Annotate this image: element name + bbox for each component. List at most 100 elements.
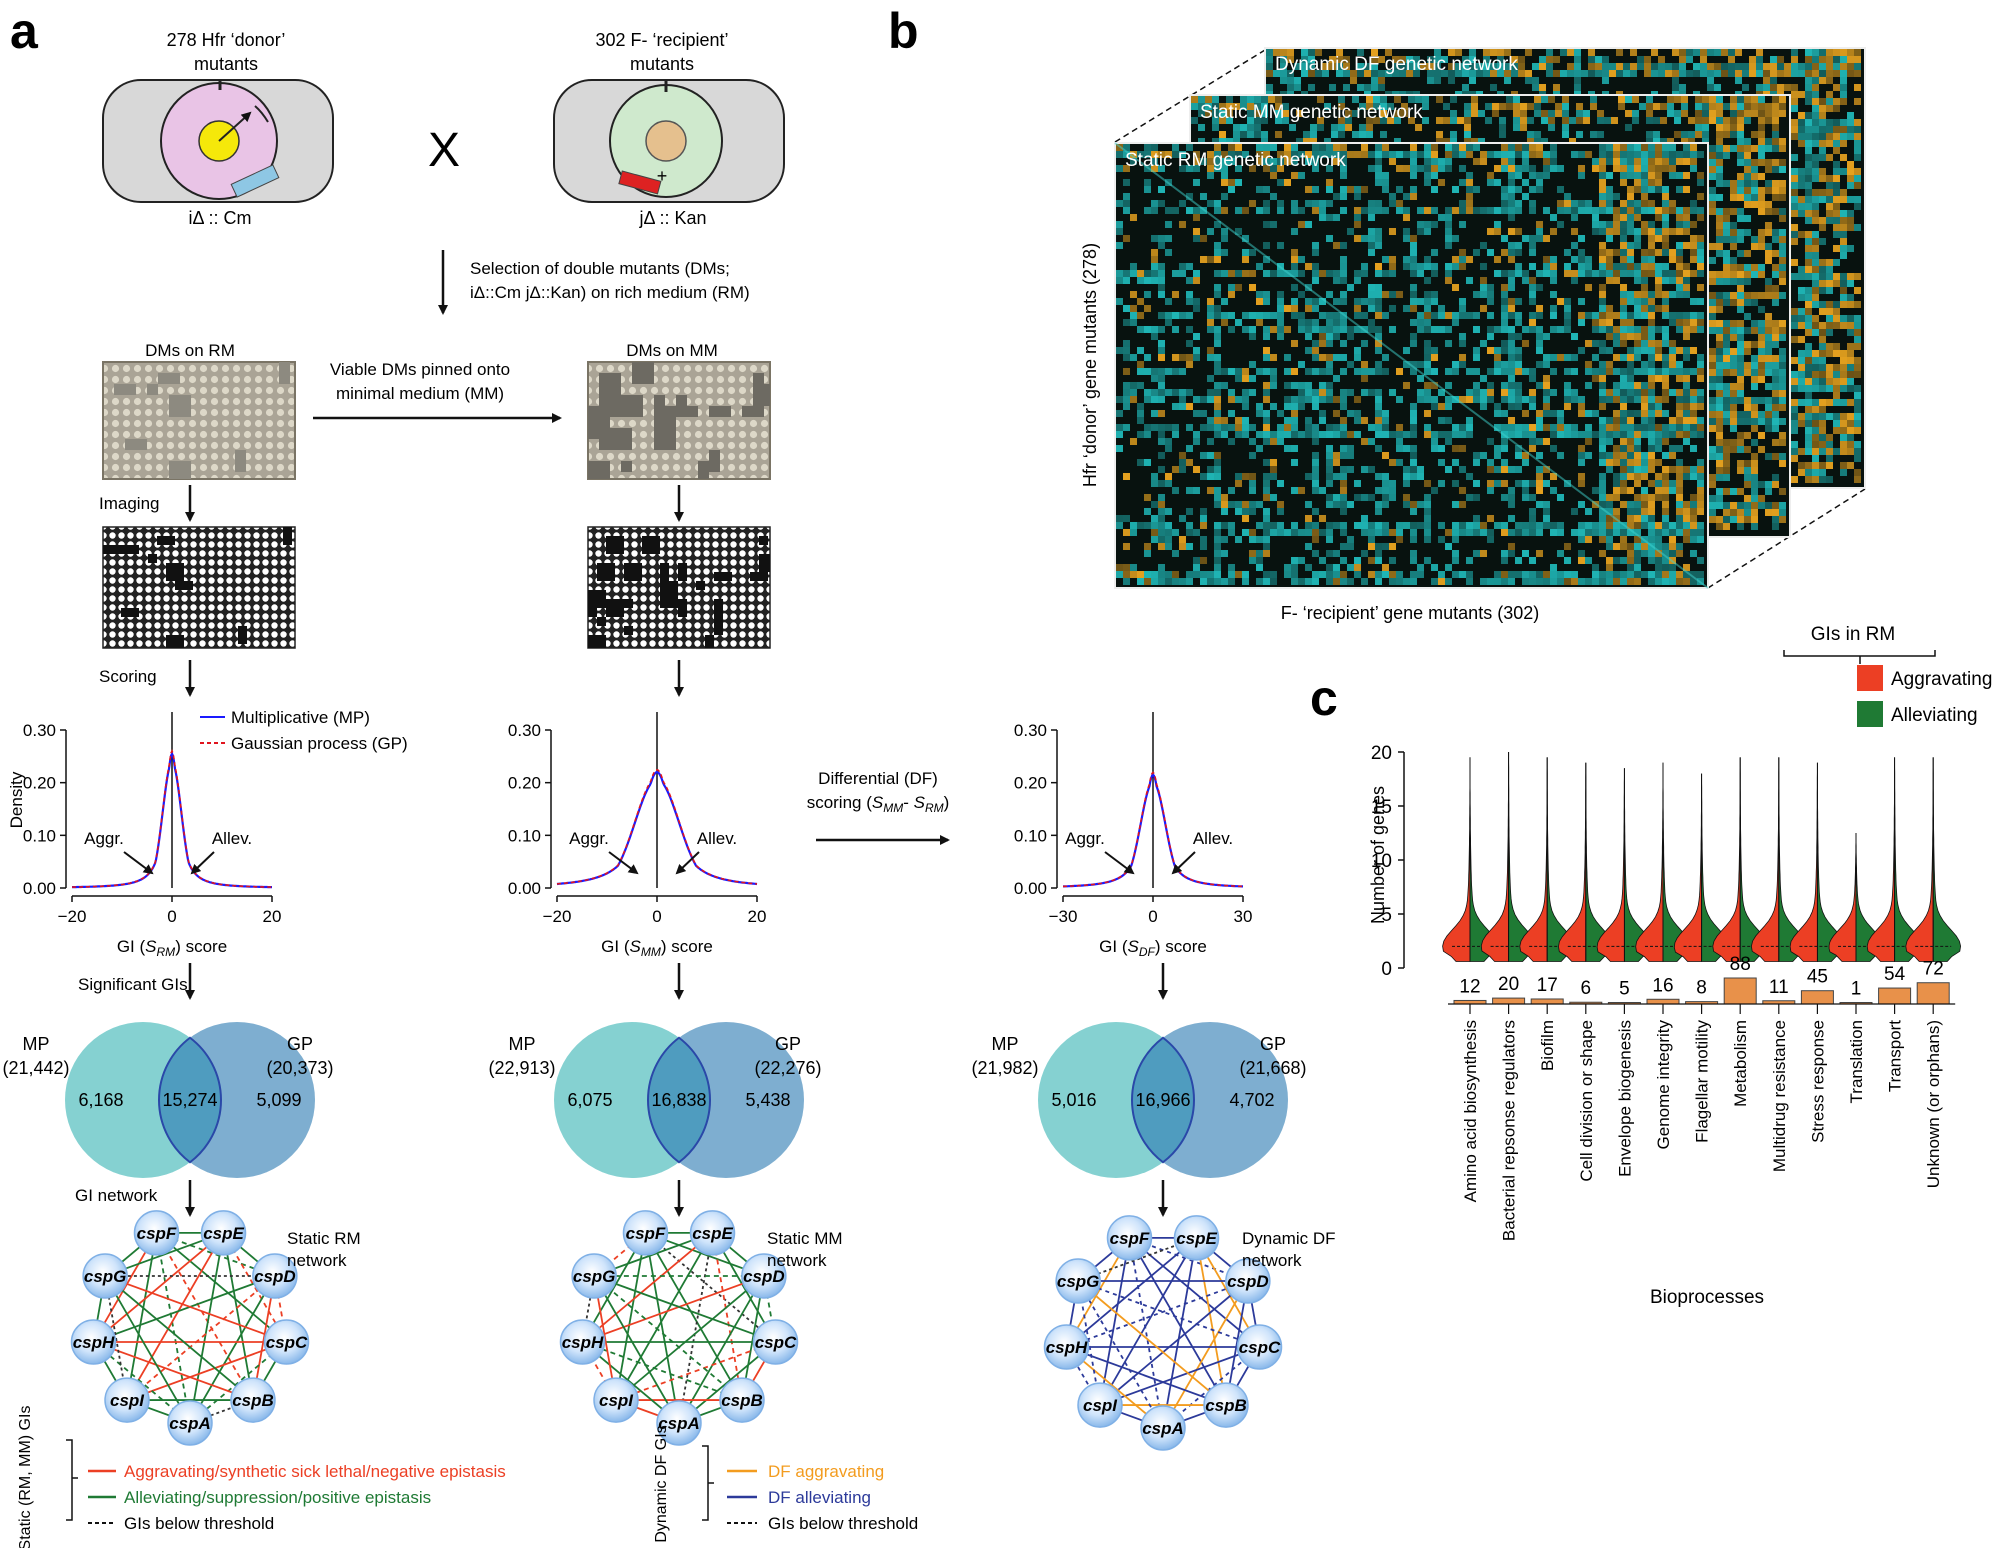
- network-node-label: cspH: [73, 1333, 115, 1352]
- network-node-label: cspG: [1057, 1272, 1100, 1291]
- network-edge: [126, 1232, 225, 1401]
- network-node: [593, 1377, 639, 1423]
- network-edge: [104, 1275, 254, 1401]
- plate-spot: [114, 384, 136, 395]
- network-node: [741, 1253, 787, 1299]
- category-label: Amino acid biosynthesis: [1461, 1020, 1480, 1202]
- count-bar: [1878, 987, 1912, 1005]
- network-node: [230, 1377, 276, 1423]
- plate-spot: [610, 428, 632, 450]
- category-label: Transport: [1886, 1020, 1905, 1092]
- network-edge: [1066, 1280, 1249, 1348]
- category-label: Envelope biogenesis: [1615, 1020, 1634, 1177]
- network-node-label: cspF: [137, 1224, 177, 1243]
- plate-spot: [709, 406, 731, 417]
- network-node-label: cspG: [573, 1267, 616, 1286]
- venn-mp-total: (21,442): [2, 1058, 69, 1078]
- plate-spot: [676, 395, 687, 417]
- network-node-label: cspF: [1110, 1229, 1150, 1248]
- network-edge: [104, 1275, 287, 1343]
- dynamic-legend-bracket-label: Dynamic DF GIs: [653, 1425, 670, 1542]
- venn-mp-label: MP: [509, 1034, 536, 1054]
- plate-spot: [654, 395, 665, 417]
- density-ytick: 0.30: [508, 721, 541, 740]
- network-node: [200, 1210, 247, 1256]
- network-node-label: cspE: [692, 1224, 733, 1243]
- plate-spot: [588, 406, 599, 417]
- dynamic-legend: Dynamic DF GIs DF aggravating DF allevia…: [653, 1425, 918, 1542]
- plate-spot: [678, 563, 687, 581]
- mm-network-title-1: Static MM: [767, 1229, 843, 1248]
- venn-mp-only: 6,168: [78, 1090, 123, 1110]
- network-edge: [1162, 1280, 1249, 1429]
- network-node-label: cspI: [110, 1391, 145, 1410]
- plate-spot: [175, 581, 193, 590]
- aggr-annotation: Aggr.: [569, 829, 609, 848]
- plate-spot: [588, 635, 606, 648]
- venn-gp-label: GP: [775, 1034, 801, 1054]
- mm-plate-title: DMs on MM: [626, 341, 718, 360]
- plate-spot: [714, 572, 732, 581]
- count-label: 54: [1884, 964, 1906, 985]
- network-edge: [581, 1232, 714, 1343]
- network-node: [70, 1319, 117, 1365]
- legend-df-allev: DF alleviating: [768, 1488, 871, 1507]
- plate-spot: [687, 406, 698, 417]
- network-node-label: cspE: [203, 1224, 244, 1243]
- count-label: 72: [1923, 959, 1944, 980]
- plate-spot: [621, 395, 643, 417]
- rm-network-title-1: Static RM: [287, 1229, 361, 1248]
- density-ytick: 0.30: [23, 721, 56, 740]
- plate-spot: [654, 428, 676, 450]
- category-label: Bacterial repsonse regulators: [1500, 1020, 1519, 1241]
- network-edge: [93, 1341, 254, 1401]
- venn-gp-label: GP: [1260, 1034, 1286, 1054]
- selection-text-1: Selection of double mutants (DMs;: [470, 259, 730, 278]
- plate-spot: [125, 439, 147, 450]
- density-ytick: 0.10: [1014, 826, 1047, 845]
- network-edge: [1195, 1237, 1227, 1406]
- plate-spot: [235, 450, 246, 472]
- rm-plate-photo: [102, 361, 296, 480]
- df-scoring-text-1: Differential (DF): [818, 769, 938, 788]
- gi-network-label: GI network: [75, 1186, 158, 1205]
- network-node: [1173, 1215, 1220, 1261]
- recipient-title: 302 F- ‘recipient’: [595, 30, 728, 50]
- network-edge: [615, 1275, 765, 1401]
- venn-mp-only: 6,075: [567, 1090, 612, 1110]
- plate-spot: [696, 581, 705, 590]
- network-node-label: cspC: [1239, 1338, 1281, 1357]
- venn-overlap: [158, 1036, 222, 1164]
- plate-spot: [588, 590, 597, 608]
- rm-network-title-2: network: [287, 1251, 347, 1270]
- network-node: [252, 1253, 298, 1299]
- category-label: Stress response: [1808, 1020, 1827, 1143]
- violin-half: [1932, 757, 1962, 962]
- category-label: Metabolism: [1731, 1020, 1750, 1107]
- network-node-label: cspE: [1176, 1229, 1217, 1248]
- allev-annotation: Allev.: [212, 829, 252, 848]
- panel-b-heatmaps: Dynamic DF genetic network Static MM gen…: [1114, 47, 1866, 589]
- venn-mp-only: 5,016: [1051, 1090, 1096, 1110]
- network-node: [571, 1253, 617, 1299]
- mm-layer-title: Static MM genetic network: [1200, 102, 1423, 123]
- gp-density-curve: [72, 749, 272, 888]
- category-label: Unknown (or orphans): [1924, 1020, 1943, 1188]
- density-xtick: 0: [167, 907, 176, 926]
- plate-spot: [597, 572, 606, 581]
- panel-c-legend-title: GIs in RM: [1811, 624, 1895, 645]
- network-node-label: cspF: [626, 1224, 666, 1243]
- density-xlabel: GI (SDF) score: [1099, 937, 1207, 959]
- plate-spot: [642, 536, 660, 554]
- network-node-label: cspB: [721, 1391, 763, 1410]
- network-edge: [189, 1275, 276, 1424]
- imaging-label: Imaging: [99, 494, 159, 513]
- count-label: 17: [1537, 975, 1558, 996]
- plate-spot: [166, 563, 184, 581]
- plate-spot: [753, 384, 770, 406]
- donor-subtitle: mutants: [194, 54, 258, 74]
- network-edge: [1099, 1346, 1260, 1406]
- count-bar: [1723, 977, 1757, 1005]
